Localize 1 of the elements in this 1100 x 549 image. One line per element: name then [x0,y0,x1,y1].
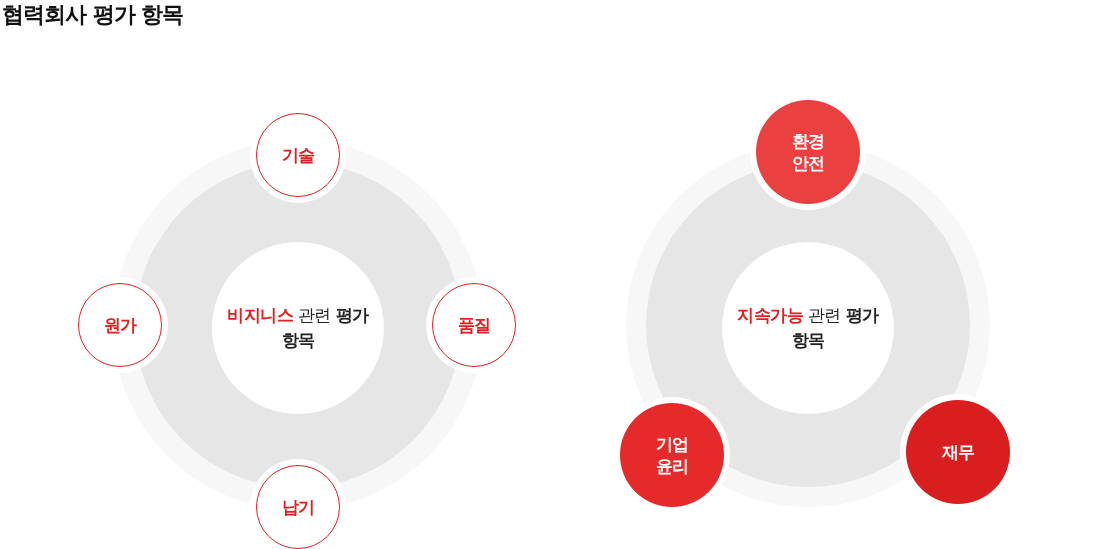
title: 협력회사 평가 항목 [2,1,184,29]
